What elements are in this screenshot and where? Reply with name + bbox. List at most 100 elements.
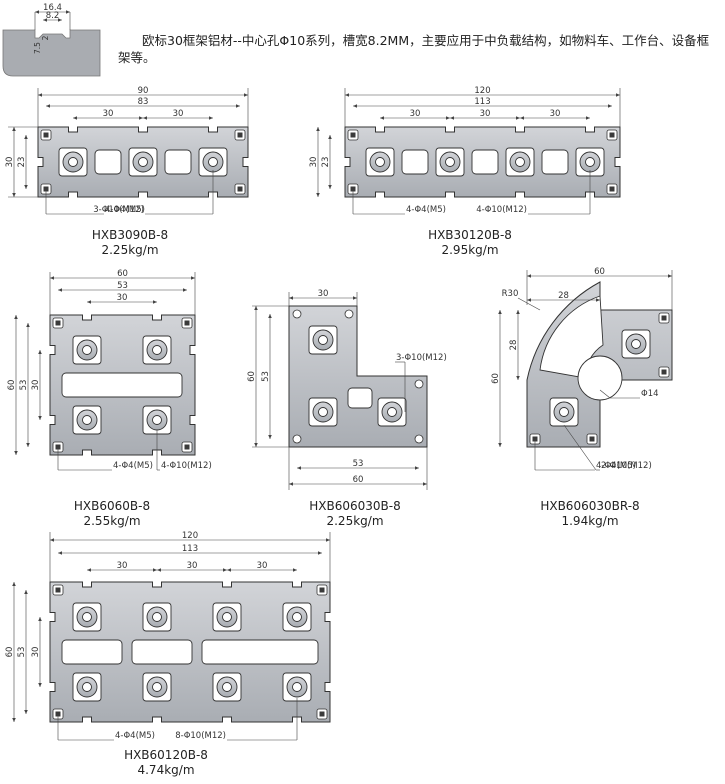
dimension-arrow	[328, 135, 332, 139]
callout-label: 4-Φ4(M5)	[596, 461, 636, 471]
dimension-arrow	[254, 306, 258, 310]
dimension-arrow	[24, 710, 28, 714]
dimension-arrow	[236, 104, 240, 108]
dimension-arrow	[446, 116, 450, 120]
dimension-arrow	[297, 466, 301, 470]
corner-hole-core	[319, 711, 325, 717]
dimension-arrow	[227, 568, 231, 572]
dimension-label: 60	[594, 267, 605, 277]
corner-hole-core	[184, 444, 190, 450]
dimension-arrow	[527, 298, 531, 302]
center-hole	[292, 612, 302, 622]
dimension-arrow	[24, 590, 28, 594]
dimension-arrow	[143, 116, 147, 120]
profile-name: HXB6060B-8	[73, 499, 151, 513]
profile-name: HXB30120B-8	[428, 228, 512, 242]
dimension-label: 53	[17, 647, 27, 658]
dimension-label: 120	[182, 531, 198, 541]
dimension-arrow	[157, 568, 161, 572]
corner-hole-core	[350, 132, 356, 138]
center-hole	[208, 157, 218, 167]
corner-hole-core	[237, 186, 243, 192]
dimension-label: 8.2	[46, 11, 60, 21]
dimension-arrow	[268, 435, 272, 439]
dimension-arrow	[345, 93, 349, 97]
dimension-label: 53	[19, 380, 29, 391]
dimension-arrow	[289, 482, 293, 486]
dimension-arrow	[73, 116, 77, 120]
web-cavity	[94, 149, 122, 175]
dimension-arrow	[318, 551, 322, 555]
callout-label: 4-Φ4(M5)	[105, 205, 145, 215]
center-hole	[68, 157, 78, 167]
dimension-arrow	[14, 315, 18, 319]
dimension-label: 30	[480, 109, 491, 119]
dimension-arrow	[139, 116, 143, 120]
dimension-label: 30	[117, 561, 128, 571]
dimension-arrow	[14, 451, 18, 455]
corner-hole-core	[609, 186, 615, 192]
dimension-arrow	[423, 482, 427, 486]
dimension-arrow	[527, 274, 531, 278]
dimension-arrow	[191, 276, 195, 280]
profile-weight: 2.55kg/m	[83, 514, 141, 528]
dimension-arrow	[38, 350, 42, 354]
slot-section	[2, 29, 101, 77]
dimension-arrow	[50, 276, 54, 280]
web-cavity	[471, 149, 499, 175]
dimension-arrow	[516, 376, 520, 380]
dimension-label: 60	[5, 647, 15, 658]
dimension-label: 30	[5, 157, 15, 168]
web-cavity	[401, 149, 429, 175]
dimension-arrow	[516, 116, 520, 120]
profile-weight: 2.25kg/m	[326, 514, 384, 528]
center-hole	[82, 682, 92, 692]
center-hole	[82, 345, 92, 355]
dimension-label: 30	[410, 109, 421, 119]
center-hole	[387, 407, 397, 417]
series-description: 欧标30框架铝材--中心孔Φ10系列，槽宽8.2MM，主要应用于中负载结构，如物…	[118, 33, 710, 65]
caption-hxb3090b: HXB3090B-8 2.25kg/m	[70, 228, 190, 258]
caption-hxb30120b: HXB30120B-8 2.95kg/m	[410, 228, 530, 258]
dimension-arrow	[596, 298, 600, 302]
dimension-label: 30	[31, 380, 41, 391]
arc-cavity	[539, 295, 604, 379]
center-hole	[82, 415, 92, 425]
dimension-arrow	[326, 538, 330, 542]
dimension-arrow	[153, 300, 157, 304]
dimension-arrow	[12, 718, 16, 722]
profile-name: HXB606030B-8	[309, 499, 401, 513]
dimension-arrow	[316, 127, 320, 131]
dimension-arrow	[328, 185, 332, 189]
dimension-arrow	[35, 10, 39, 14]
callout-label: 3-Φ10(M12)	[93, 205, 144, 215]
profile-weight: 1.94kg/m	[561, 514, 619, 528]
profile-weight: 2.25kg/m	[101, 243, 159, 257]
profile-weight: 2.95kg/m	[441, 243, 499, 257]
dimension-arrow	[38, 93, 42, 97]
dimension-arrow	[289, 296, 293, 300]
corner-hole-core	[319, 587, 325, 593]
dimension-arrow	[87, 300, 91, 304]
dimension-label: 83	[138, 97, 149, 107]
center-hole	[445, 157, 455, 167]
web-cavity	[61, 372, 183, 398]
dimension-arrow	[24, 135, 28, 139]
dimension-arrow	[498, 310, 502, 314]
profile-name: HXB606030BR-8	[540, 499, 640, 513]
caption-hxb6060b: HXB6060B-8 2.55kg/m	[52, 499, 172, 529]
profile-name: HXB3090B-8	[91, 228, 169, 242]
dimension-arrow	[58, 551, 62, 555]
corner-hole-core	[661, 315, 667, 321]
dimension-arrow	[516, 310, 520, 314]
center-hole	[222, 682, 232, 692]
dimension-arrow	[66, 10, 70, 14]
center-bore	[577, 355, 623, 401]
dimension-label: 60	[491, 373, 501, 384]
leader-line	[563, 424, 597, 471]
dimension-label: 113	[182, 544, 198, 554]
